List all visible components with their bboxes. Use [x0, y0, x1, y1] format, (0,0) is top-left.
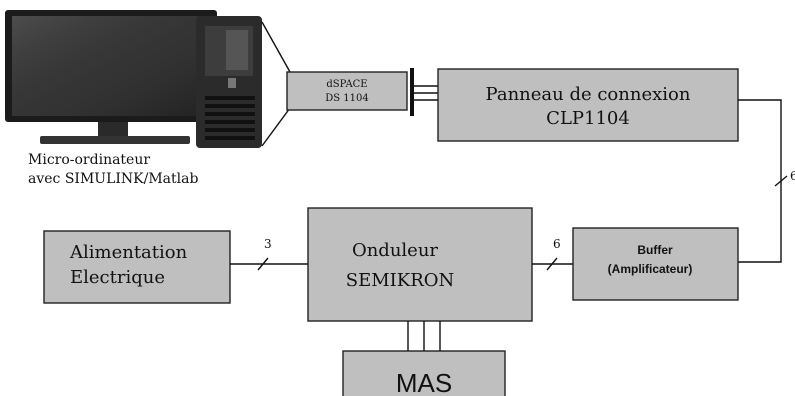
buffer-box: [572, 227, 739, 301]
count-onduleur-buffer: 6: [553, 237, 561, 251]
dspace-label-line2: DS 1104: [325, 93, 369, 104]
slash-onduleur-buffer: [546, 257, 558, 271]
computer-caption-line1: Micro-ordinateur: [28, 152, 150, 168]
motor-box: [342, 350, 506, 396]
dspace-box: [286, 71, 408, 111]
count-alim-onduleur: 3: [264, 237, 272, 251]
connection-panel-box: [437, 68, 739, 142]
buffer-label-line1: Buffer: [637, 243, 673, 257]
computer-caption-line2: avec SIMULINK/Matlab: [28, 171, 198, 187]
buffer-label-line2: (Amplificateur): [608, 262, 693, 276]
tower-link-bottom: [261, 107, 291, 147]
power-supply-box: [43, 230, 231, 304]
inverter-box: [307, 207, 533, 322]
panel-label-line1: Panneau de connexion: [486, 84, 691, 105]
panel-label-line2: CLP1104: [546, 108, 630, 129]
monitor-icon: [5, 10, 217, 144]
dspace-connector-bar: [410, 68, 414, 116]
slash-alim-onduleur: [257, 257, 269, 271]
slash-panel-buffer: [774, 175, 788, 187]
dspace-label-line1: dSPACE: [326, 79, 367, 90]
inverter-label-line1: Onduleur: [352, 240, 438, 261]
tower-link-top: [261, 21, 291, 73]
inverter-label-line2: SEMIKRON: [346, 270, 455, 291]
computer-tower-icon: [196, 16, 262, 148]
count-panel-buffer: 6: [790, 169, 795, 183]
power-supply-label-line1: Alimentation: [69, 242, 188, 263]
motor-label: MAS: [396, 368, 452, 396]
link-panel-buffer: [738, 99, 782, 263]
power-supply-label-line2: Electrique: [70, 267, 165, 288]
